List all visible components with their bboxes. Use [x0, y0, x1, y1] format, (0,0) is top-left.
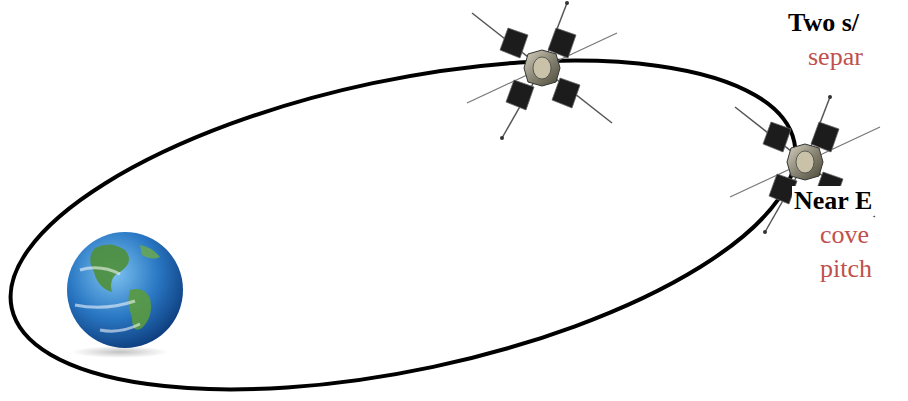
heading-text: Near E	[792, 186, 874, 216]
heading-text: Two s/	[786, 8, 861, 38]
note-text: pitch	[818, 254, 874, 284]
note-text: separ	[806, 42, 865, 72]
note-text: cove	[818, 220, 871, 250]
